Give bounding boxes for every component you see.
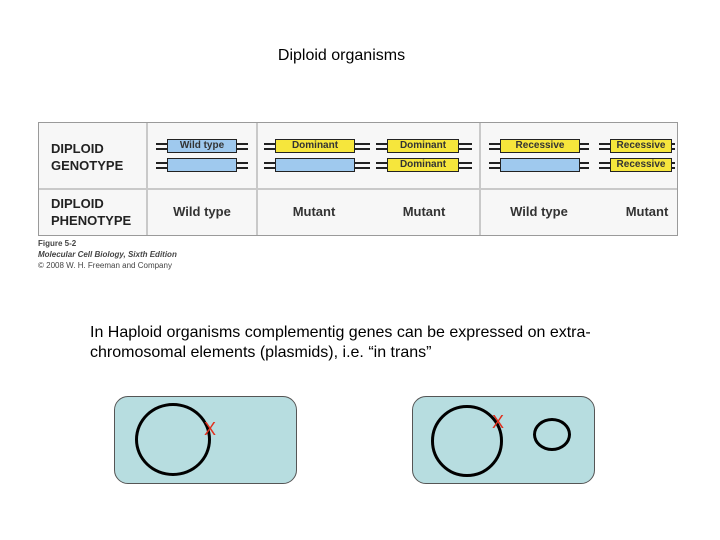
allele-label: Dominant xyxy=(387,158,459,172)
allele-label: Recessive xyxy=(500,139,580,153)
phenotype-label-line1: DIPLOID xyxy=(51,196,104,211)
column-divider xyxy=(256,123,258,235)
mutation-marker: X xyxy=(492,412,505,432)
allele-label: Dominant xyxy=(387,139,459,153)
allele-box xyxy=(167,158,237,172)
figure-caption: Figure 5-2 Molecular Cell Biology, Sixth… xyxy=(38,238,177,271)
genotype-label-line1: DIPLOID xyxy=(51,141,104,156)
figure-number: Figure 5-2 xyxy=(38,239,77,248)
mutation-marker: X xyxy=(204,419,217,439)
allele-dominant: Dominant xyxy=(264,137,370,158)
allele-label: Recessive xyxy=(610,139,672,153)
phenotype-row-label: DIPLOID PHENOTYPE xyxy=(51,195,131,229)
column-divider xyxy=(146,123,148,235)
allele-wild-type: Wild type xyxy=(156,137,248,158)
phenotype-mutant: Mutant xyxy=(625,204,669,219)
allele-label: Dominant xyxy=(275,139,355,153)
haploid-cell-left: X xyxy=(114,396,297,484)
plasmid-circle xyxy=(533,418,571,451)
allele-dominant: Dominant xyxy=(376,156,472,177)
allele-box xyxy=(275,158,355,172)
allele-label: Recessive xyxy=(610,158,672,172)
allele-wild-type xyxy=(156,156,248,177)
phenotype-label-line2: PHENOTYPE xyxy=(51,213,132,228)
genotype-label-line2: GENOTYPE xyxy=(51,158,124,173)
figure-source: Molecular Cell Biology, Sixth Edition xyxy=(38,250,177,259)
allele-recessive: Recessive xyxy=(599,156,675,177)
page-title: Diploid organisms xyxy=(277,47,406,64)
allele-wild-type xyxy=(489,156,589,177)
row-divider xyxy=(39,188,677,190)
allele-wild-type xyxy=(264,156,370,177)
phenotype-wild-type: Wild type xyxy=(510,204,568,219)
chromosome-circle xyxy=(431,405,503,477)
genotype-phenotype-figure: DIPLOID GENOTYPE DIPLOID PHENOTYPE Wild … xyxy=(38,122,678,236)
column-divider xyxy=(479,123,481,235)
chromosome-circle xyxy=(135,403,211,476)
allele-recessive: Recessive xyxy=(599,137,675,158)
allele-box xyxy=(500,158,580,172)
genotype-row-label: DIPLOID GENOTYPE xyxy=(51,140,123,174)
allele-dominant: Dominant xyxy=(376,137,472,158)
phenotype-mutant: Mutant xyxy=(402,204,446,219)
allele-recessive: Recessive xyxy=(489,137,589,158)
phenotype-mutant: Mutant xyxy=(292,204,336,219)
figure-copyright: © 2008 W. H. Freeman and Company xyxy=(38,261,172,270)
haploid-cell-right: X xyxy=(412,396,595,484)
allele-label: Wild type xyxy=(167,139,237,153)
phenotype-wild-type: Wild type xyxy=(173,204,231,219)
description-text: In Haploid organisms complementig genes … xyxy=(90,324,591,361)
